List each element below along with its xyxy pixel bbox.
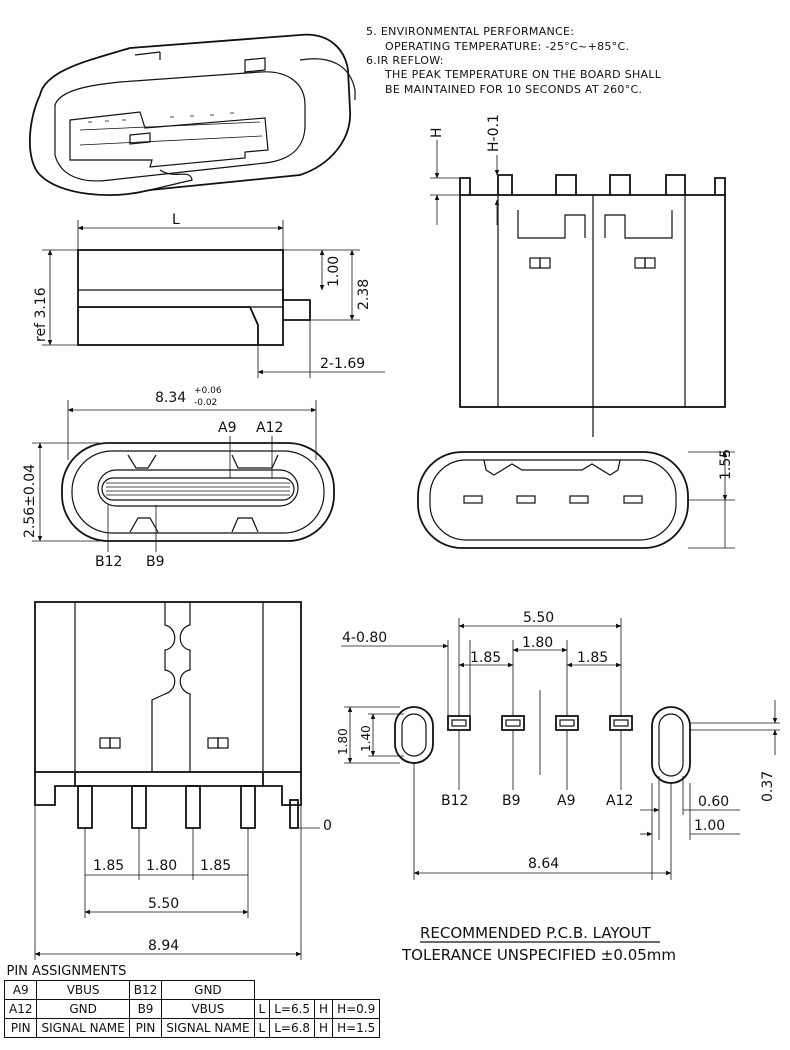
- table-cell: GND: [161, 980, 255, 1000]
- spec-notes: 5. ENVIRONMENTAL PERFORMANCE: OPERATING …: [366, 25, 662, 96]
- table-cell: H: [314, 1018, 334, 1038]
- pcb-pad-label-b9: B9: [502, 793, 521, 809]
- env-temp: OPERATING TEMPERATURE: -25°C~+85°C.: [385, 40, 629, 53]
- pcb-dim-037: 0.37: [760, 771, 776, 802]
- pcb-title: RECOMMENDED P.C.B. LAYOUT: [420, 924, 652, 942]
- table-cell: SIGNAL NAME: [161, 1018, 255, 1038]
- dim-h: H: [429, 127, 445, 138]
- pcb-dim-550: 5.50: [523, 610, 554, 626]
- dim-2-169: 2-1.69: [320, 356, 365, 372]
- table-cell: B12: [128, 980, 163, 1000]
- pcb-pad-label-b12: B12: [441, 793, 468, 809]
- table-cell: B9: [128, 999, 163, 1019]
- pcb-dim-100: 1.00: [694, 818, 725, 834]
- table-cell: PIN: [128, 1018, 163, 1038]
- table-cell: L=6.5: [269, 999, 316, 1019]
- pcb-pad-label-a12: A12: [606, 793, 633, 809]
- table-row: A9 VBUS B12 GND: [3, 980, 380, 1000]
- bottom-dim-185-right: 1.85: [200, 858, 231, 874]
- table-cell: SIGNAL NAME: [36, 1018, 130, 1038]
- bottom-dim-185-left: 1.85: [93, 858, 124, 874]
- pin-label-b9: B9: [146, 554, 165, 570]
- table-cell: L: [253, 999, 271, 1019]
- bottom-dim-894: 8.94: [148, 938, 179, 954]
- dim-ref-316: ref 3.16: [33, 287, 49, 342]
- table-title: PIN ASSIGNMENTS: [6, 963, 127, 979]
- dim-l-label: L: [172, 212, 180, 228]
- dim-238: 2.38: [356, 279, 372, 310]
- ir-title: 6.IR REFLOW:: [366, 54, 444, 67]
- pcb-tolerance: TOLERANCE UNSPECIFIED ±0.05mm: [401, 946, 676, 964]
- pcb-dim-480: 4-0.80: [342, 630, 387, 646]
- pcb-dim-185-left: 1.85: [470, 650, 501, 666]
- pcb-dim-slot-140: 1.40: [359, 725, 373, 752]
- table-cell: H: [314, 999, 334, 1019]
- dim-834-tol-lower: -0.02: [194, 398, 217, 408]
- dim-256: 2.56±0.04: [22, 464, 38, 538]
- bottom-dim-180: 1.80: [146, 858, 177, 874]
- pcb-pad-label-a9: A9: [557, 793, 575, 809]
- dim-100: 1.00: [326, 256, 342, 287]
- table-cell: H=1.5: [332, 1018, 381, 1038]
- pin-label-a12: A12: [256, 420, 283, 436]
- pcb-dim-slot-180: 1.80: [336, 728, 350, 755]
- dim-834-tol-upper: +0.06: [194, 386, 222, 396]
- table-cell: A9: [3, 980, 38, 1000]
- table-row: A12 GND B9 VBUS L L=6.5 H H=0.9: [3, 999, 381, 1019]
- bottom-view: 1.85 1.80 1.85 5.50 8.94 0: [34, 601, 332, 960]
- rear-view: 1.55: [417, 449, 735, 549]
- ir-line-2: BE MAINTAINED FOR 10 SECONDS AT 260°C.: [385, 83, 642, 96]
- env-title: 5. ENVIRONMENTAL PERFORMANCE:: [366, 25, 574, 38]
- table-cell: VBUS: [161, 999, 255, 1019]
- pin-assignment-table: PIN ASSIGNMENTS A9 VBUS B12 GND A12 GND …: [3, 962, 381, 1038]
- side-view: L ref 3.16 1.00 2.38 2-1.69: [33, 212, 385, 378]
- pin-label-a9: A9: [218, 420, 236, 436]
- table-title-row: PIN ASSIGNMENTS: [5, 962, 380, 981]
- table-cell: A12: [3, 999, 38, 1019]
- dim-834: 8.34: [155, 390, 186, 406]
- table-cell: L: [253, 1018, 271, 1038]
- table-cell: H=0.9: [332, 999, 381, 1019]
- table-cell: L=6.8: [269, 1018, 316, 1038]
- top-right-view: H H-0.1: [429, 114, 726, 437]
- table-row: PIN SIGNAL NAME PIN SIGNAL NAME L L=6.8 …: [3, 1018, 381, 1038]
- dim-h-01: H-0.1: [486, 114, 502, 152]
- bottom-dim-550: 5.50: [148, 896, 179, 912]
- bottom-dim-zero: 0: [323, 818, 332, 834]
- isometric-view: [28, 33, 356, 196]
- pcb-layout: 5.50 4-0.80 1.85 1.80 1.85 1.80 1.40 B12…: [336, 610, 780, 964]
- table-cell: VBUS: [36, 980, 130, 1000]
- ir-line-1: THE PEAK TEMPERATURE ON THE BOARD SHALL: [384, 68, 662, 81]
- pcb-dim-180: 1.80: [522, 635, 553, 651]
- table-cell: PIN: [3, 1018, 38, 1038]
- pcb-dim-185-right: 1.85: [577, 650, 608, 666]
- pcb-dim-060: 0.60: [698, 794, 729, 810]
- dim-155: 1.55: [718, 449, 734, 480]
- pin-label-b12: B12: [95, 554, 122, 570]
- pcb-dim-864: 8.64: [528, 856, 559, 872]
- table-cell: GND: [36, 999, 130, 1019]
- front-view: 8.34 +0.06 -0.02 2.56±0.04 A9 A12 B12 B9: [22, 386, 335, 570]
